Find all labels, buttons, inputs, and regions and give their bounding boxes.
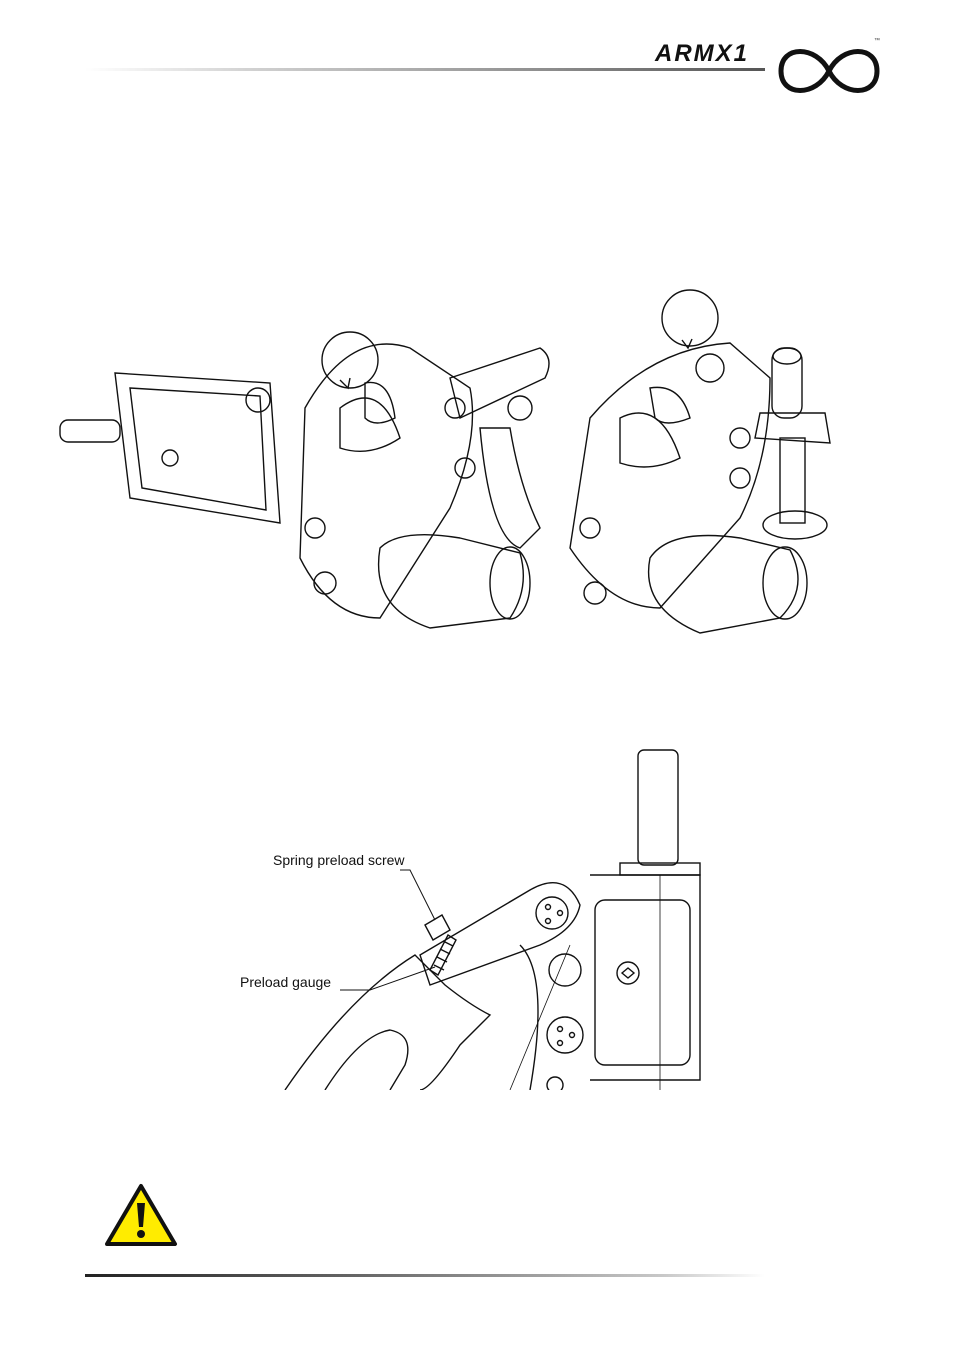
infinity-logo-icon [778,49,880,93]
rotation-arrow-right-icon [661,289,719,347]
brand-logotype: ARMX1 [655,40,750,67]
header-rule [85,68,765,71]
preload-detail-illustration [284,749,701,1090]
spring-preload-screw-label: Spring preload screw [273,852,405,868]
rotation-arrow-left-icon [321,331,379,389]
preload-gauge-label: Preload gauge [240,974,332,990]
footer-rule [85,1274,765,1277]
warning-triangle-icon [105,1184,177,1246]
arm-assembly-illustration [59,289,831,634]
trademark-symbol: ™ [874,38,880,44]
